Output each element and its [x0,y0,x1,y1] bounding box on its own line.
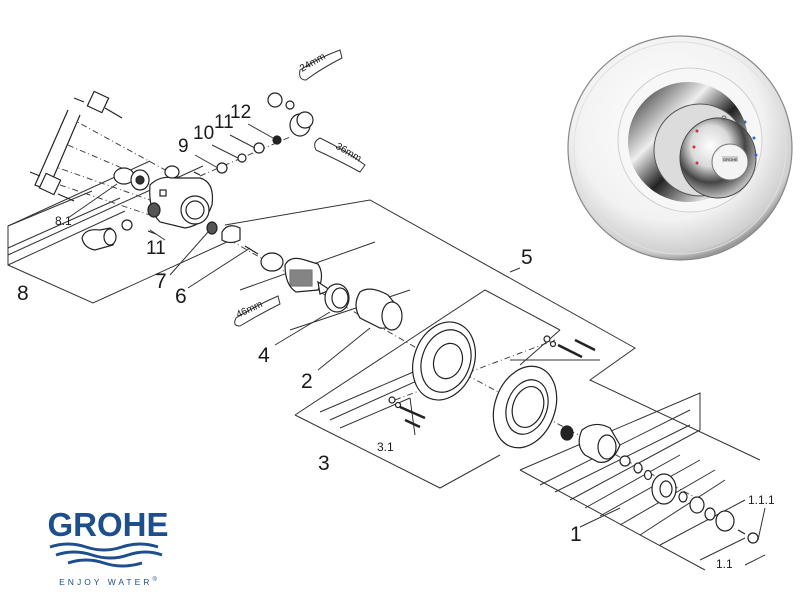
label-part-6: 6 [175,285,187,308]
label-leaders [67,123,521,371]
grohe-logo: GROHE ENJOY WATER® [38,506,178,588]
label-part-12: 12 [230,102,251,123]
label-part-7: 7 [155,270,167,293]
mounting-bracket [29,90,123,202]
product-photo: GROHE [567,35,793,261]
label-part-11b: 11 [214,112,234,133]
waves-icon [49,542,163,568]
valve-body [147,165,214,229]
label-part-4: 4 [258,344,270,367]
exploded-parts [29,90,759,544]
wrench-24mm: 24mm [298,49,343,81]
label-part-3-1: 3.1 [377,440,394,454]
label-part-9: 9 [178,136,189,157]
part-labels: 1 1.1 1.1.1 2 3 3.1 4 5 6 7 8 8.1 9 10 1… [17,102,775,571]
wrench-46mm: 46mm [234,295,281,327]
wrench-36mm: 36mm [314,137,366,173]
photo-brand-badge: GROHE [723,157,738,162]
label-part-10: 10 [193,123,214,144]
label-part-1: 1 [570,523,582,546]
label-part-3: 3 [318,452,330,475]
label-part-8: 8 [17,282,29,305]
brand-name: GROHE [47,506,169,543]
brand-tagline: ENJOY WATER® [59,577,157,587]
label-part-2: 2 [301,370,313,393]
label-part-8-1: 8.1 [55,214,72,228]
label-part-11a: 11 [146,238,166,259]
label-part-1-1: 1.1 [716,557,733,571]
label-part-1-1-1: 1.1.1 [748,493,775,507]
label-part-5: 5 [521,246,533,269]
